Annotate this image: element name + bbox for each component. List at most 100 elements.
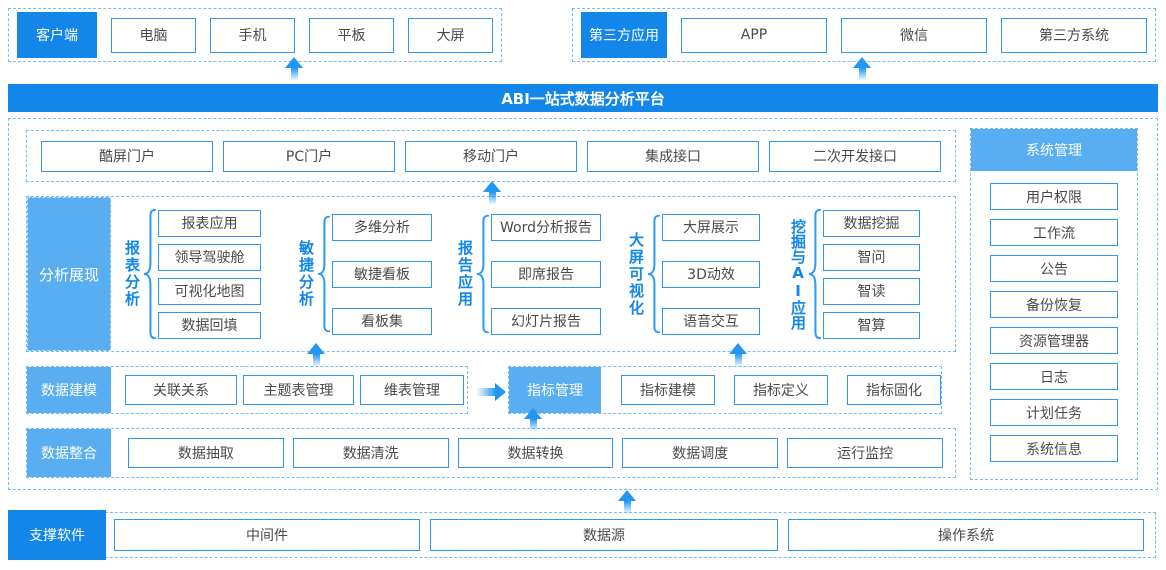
system-item-announcement: 公告: [990, 255, 1118, 282]
arrow-head: [495, 383, 506, 401]
system-items: 用户权限 工作流 公告 备份恢复 资源管理器 日志 计划任务 系统信息: [990, 183, 1118, 462]
up-arrow-metrics: [524, 408, 542, 432]
metrics-section: 指标管理 指标建模 指标定义 指标固化: [508, 366, 942, 414]
metrics-item: 指标建模: [621, 375, 715, 405]
client-item-pc: 电脑: [111, 17, 196, 53]
modeling-section: 数据建模 关联关系 主题表管理 维表管理: [26, 366, 468, 414]
system-item-system-info: 系统信息: [990, 435, 1118, 462]
portal-pc: PC门户: [223, 140, 395, 172]
arrow-head: [483, 181, 501, 192]
arrow-stem: [623, 501, 631, 514]
arrow-stem: [312, 354, 320, 367]
system-item-permissions: 用户权限: [990, 183, 1118, 210]
arrow-head: [285, 57, 303, 68]
portal-secondary-dev-api: 二次开发接口: [769, 140, 941, 172]
metrics-item: 指标定义: [734, 375, 828, 405]
group-name: 敏捷分析: [297, 240, 315, 308]
analysis-item: 数据回填: [158, 311, 261, 339]
support-item-os: 操作系统: [788, 519, 1144, 551]
group-name: 报告应用: [456, 240, 474, 308]
integration-item: 运行监控: [787, 438, 943, 468]
system-item-workflow: 工作流: [990, 219, 1118, 246]
analysis-item: 数据挖掘: [823, 209, 920, 237]
right-arrow-metrics: [476, 383, 506, 401]
integration-item: 数据转换: [457, 438, 614, 468]
support-item-datasource: 数据源: [430, 519, 778, 551]
modeling-item: 关联关系: [125, 375, 237, 405]
third-party-item-wechat: 微信: [841, 17, 987, 53]
brace-icon: [317, 215, 330, 333]
analysis-item: 语音交互: [662, 307, 760, 335]
integration-item: 数据调度: [622, 438, 779, 468]
metrics-item: 指标固化: [847, 375, 941, 405]
analysis-item: 看板集: [332, 307, 432, 335]
arrow-head: [524, 408, 542, 419]
group-report-analysis: 报表分析 报表应用 领导驾驶舱 可视化地图 数据回填: [123, 208, 261, 340]
brace-icon: [808, 208, 821, 340]
arrow-head: [729, 343, 747, 354]
portal-row: 酷屏门户 PC门户 移动门户 集成接口 二次开发接口: [26, 130, 956, 182]
modeling-item: 维表管理: [360, 375, 464, 405]
portal-integration-api: 集成接口: [587, 140, 759, 172]
portal-mobile: 移动门户: [405, 140, 577, 172]
arrow-stem: [734, 354, 742, 367]
brace-icon: [143, 208, 156, 340]
analysis-item: 即席报告: [491, 260, 601, 288]
system-item-logs: 日志: [990, 363, 1118, 390]
modeling-label: 数据建模: [27, 367, 111, 413]
group-mining-ai: 挖掘与AI应用 数据挖掘 智问 智读 智算: [789, 208, 920, 340]
client-item-bigscreen: 大屏: [408, 17, 493, 53]
system-panel: 系统管理 用户权限 工作流 公告 备份恢复 资源管理器 日志 计划任务 系统信息: [970, 128, 1138, 480]
group-bigscreen-visualization: 大屏可视化 大屏展示 3D动效 语音交互: [627, 213, 760, 335]
modeling-item: 主题表管理: [243, 375, 354, 405]
group-name: 挖掘与AI应用: [789, 218, 807, 330]
system-item-backup: 备份恢复: [990, 291, 1118, 318]
analysis-item: 报表应用: [158, 209, 261, 237]
analysis-label: 分析展现: [27, 197, 111, 351]
support-items: 中间件 数据源 操作系统: [114, 519, 1144, 551]
analysis-item: 可视化地图: [158, 277, 261, 305]
arrow-head: [307, 343, 325, 354]
brace-icon: [476, 214, 489, 334]
integration-item: 数据清洗: [292, 438, 449, 468]
third-party-section: 第三方应用 APP 微信 第三方系统: [572, 8, 1156, 62]
analysis-section: 分析展现 报表分析 报表应用 领导驾驶舱 可视化地图 数据回填 敏捷分析: [26, 196, 956, 352]
third-party-label: 第三方应用: [581, 12, 667, 58]
up-arrow-support: [618, 490, 636, 514]
up-arrow-analysis-right: [729, 343, 747, 367]
integration-label: 数据整合: [27, 429, 111, 477]
support-item-middleware: 中间件: [114, 519, 420, 551]
support-label: 支撑软件: [8, 510, 106, 560]
up-arrow-third-party: [853, 57, 871, 81]
arrow-stem: [290, 68, 298, 81]
group-name: 报表分析: [123, 240, 141, 308]
brace-icon: [647, 214, 660, 334]
system-label: 系统管理: [971, 129, 1137, 171]
group-report-application: 报告应用 Word分析报告 即席报告 幻灯片报告: [456, 213, 601, 335]
third-party-item-external: 第三方系统: [1001, 17, 1147, 53]
analysis-item: 敏捷看板: [332, 260, 432, 288]
arrow-stem: [529, 419, 537, 432]
client-item-tablet: 平板: [309, 17, 394, 53]
client-section: 客户端 电脑 手机 平板 大屏: [8, 8, 502, 62]
platform-banner: ABI一站式数据分析平台: [8, 84, 1158, 112]
group-agile-analysis: 敏捷分析 多维分析 敏捷看板 看板集: [297, 213, 432, 335]
analysis-groups: 报表分析 报表应用 领导驾驶舱 可视化地图 数据回填 敏捷分析 多维分析: [123, 197, 955, 351]
analysis-item: 智算: [823, 311, 920, 339]
analysis-item: 领导驾驶舱: [158, 243, 261, 271]
up-arrow-client: [285, 57, 303, 81]
platform-container: [8, 118, 1158, 490]
integration-section: 数据整合 数据抽取 数据清洗 数据转换 数据调度 运行监控: [26, 428, 956, 478]
arrow-stem: [476, 388, 496, 396]
arrow-stem: [858, 68, 866, 81]
client-label: 客户端: [17, 12, 97, 58]
arrow-head: [618, 490, 636, 501]
system-item-resource-manager: 资源管理器: [990, 327, 1118, 354]
analysis-item: Word分析报告: [491, 213, 601, 241]
group-name: 大屏可视化: [627, 231, 645, 317]
analysis-item: 多维分析: [332, 213, 432, 241]
metrics-label: 指标管理: [509, 367, 601, 413]
portal-coolscreen: 酷屏门户: [41, 140, 213, 172]
arrow-stem: [488, 192, 496, 205]
up-arrow-analysis-left: [307, 343, 325, 367]
